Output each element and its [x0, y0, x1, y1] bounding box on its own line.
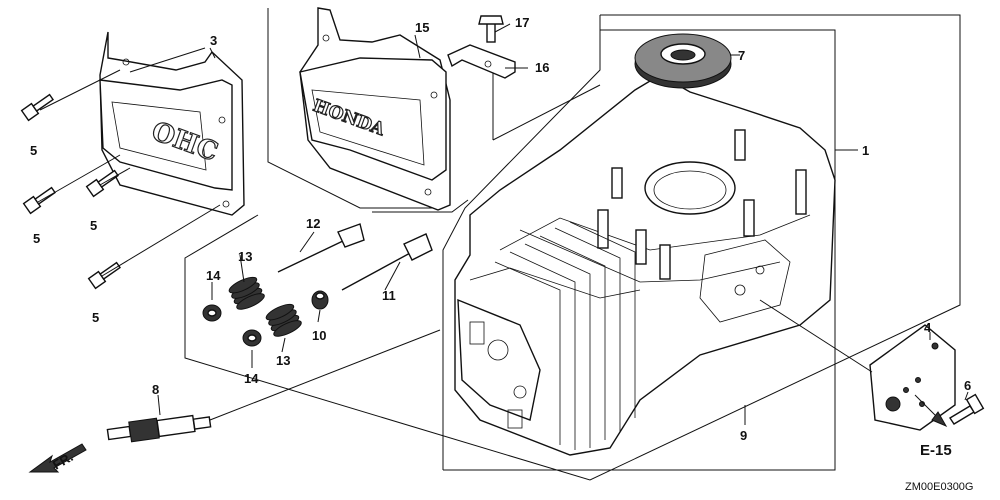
callout-16: 16: [535, 60, 549, 75]
valves: [277, 223, 433, 291]
callout-15: 15: [415, 20, 429, 35]
callout-5b: 5: [33, 231, 40, 246]
callout-12: 12: [306, 216, 320, 231]
bracket-and-bolt: [447, 15, 516, 79]
callout-11: 11: [382, 288, 396, 303]
head-cover-honda: HONDA: [299, 7, 451, 211]
valve-springs: [228, 276, 302, 337]
bolt-6: [949, 393, 985, 425]
callout-13a: 13: [238, 249, 252, 264]
callout-8: 8: [152, 382, 159, 397]
callout-14a: 14: [206, 268, 221, 283]
callout-17: 17: [515, 15, 529, 30]
callout-7: 7: [738, 48, 745, 63]
head-cover-ohc: OHC: [99, 31, 245, 216]
leader-lines: [37, 23, 969, 425]
callout-9: 9: [740, 428, 747, 443]
front-direction-arrow: FR.: [28, 443, 87, 473]
callout-10: 10: [312, 328, 326, 343]
reference-arrow: [914, 394, 948, 428]
retainers-and-seal: [202, 290, 329, 347]
breather-plate: [869, 324, 956, 431]
callout-5d: 5: [92, 310, 99, 325]
callout-3: 3: [210, 33, 217, 48]
callout-5c: 5: [90, 218, 97, 233]
oil-seal: [634, 33, 732, 89]
diagram-code: ZM00E0300G: [905, 481, 973, 493]
callout-4: 4: [924, 320, 932, 335]
callout-6: 6: [964, 378, 971, 393]
spark-plug: [106, 414, 212, 443]
bolts-5: [20, 93, 121, 290]
callout-1: 1: [862, 143, 869, 158]
reference-label: E-15: [920, 442, 952, 459]
callout-numbers: 3 15 17 16 7 1 4 6 5 5 5 5 12 13 14 11 1…: [30, 15, 971, 443]
callout-5a: 5: [30, 143, 37, 158]
callout-13b: 13: [276, 353, 290, 368]
cylinder-block: [454, 74, 836, 456]
callout-14b: 14: [244, 371, 259, 386]
